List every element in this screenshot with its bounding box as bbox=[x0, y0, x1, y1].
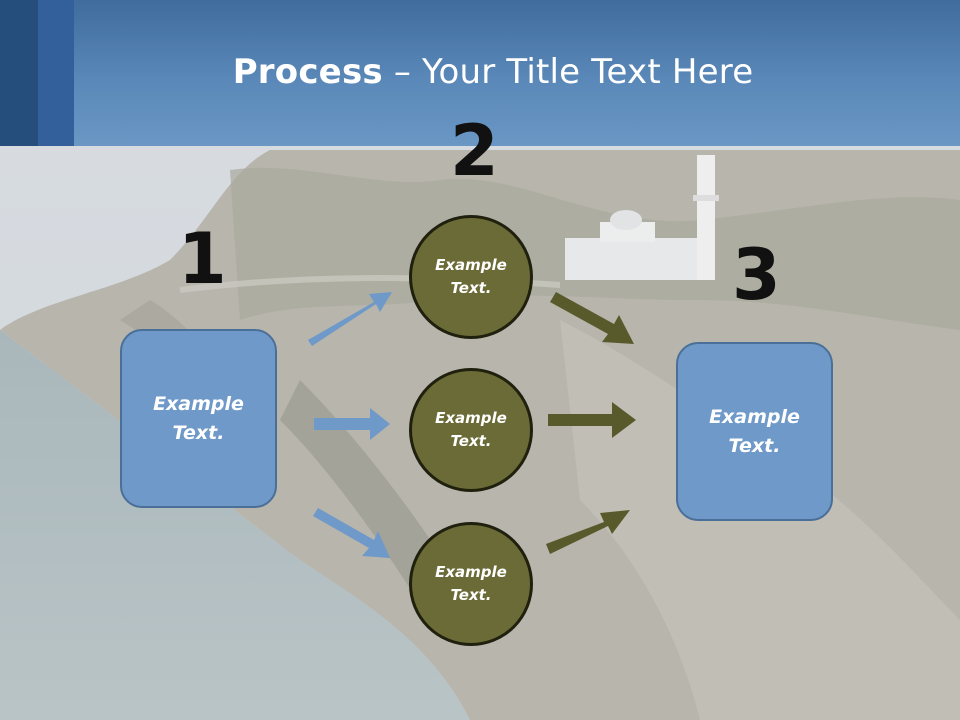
olive-arrows bbox=[546, 292, 636, 554]
arrow-middle-to-3 bbox=[548, 402, 636, 438]
arrow-1-to-middle bbox=[314, 408, 390, 440]
title-accent-stripe bbox=[0, 0, 38, 146]
arrow-bottom-to-3 bbox=[546, 510, 630, 554]
arrow-top-to-3 bbox=[550, 292, 634, 344]
arrow-1-to-top bbox=[308, 292, 392, 346]
step-3-text: Example Text. bbox=[709, 406, 800, 457]
title-accent-stripe-secondary bbox=[38, 0, 74, 146]
step-1-box[interactable]: Example Text. bbox=[120, 329, 277, 508]
slide-title: Process – Your Title Text Here bbox=[0, 52, 960, 92]
circle-middle-text: Example Text. bbox=[435, 408, 507, 450]
step-number-3: 3 bbox=[732, 234, 781, 316]
step-2-circle-bottom[interactable]: Example Text. bbox=[409, 522, 533, 646]
step-2-circle-top[interactable]: Example Text. bbox=[409, 215, 533, 339]
title-bold: Process bbox=[232, 52, 383, 92]
step-number-1: 1 bbox=[178, 218, 227, 300]
step-3-box[interactable]: Example Text. bbox=[676, 342, 833, 521]
arrow-1-to-bottom bbox=[313, 508, 390, 558]
circle-top-text: Example Text. bbox=[435, 255, 507, 297]
step-number-2: 2 bbox=[450, 110, 499, 192]
step-1-text: Example Text. bbox=[153, 393, 244, 444]
blue-arrows bbox=[308, 292, 392, 558]
title-bar bbox=[0, 0, 960, 146]
step-2-circle-middle[interactable]: Example Text. bbox=[409, 368, 533, 492]
circle-bottom-text: Example Text. bbox=[435, 562, 507, 604]
title-rest: – Your Title Text Here bbox=[382, 52, 754, 92]
